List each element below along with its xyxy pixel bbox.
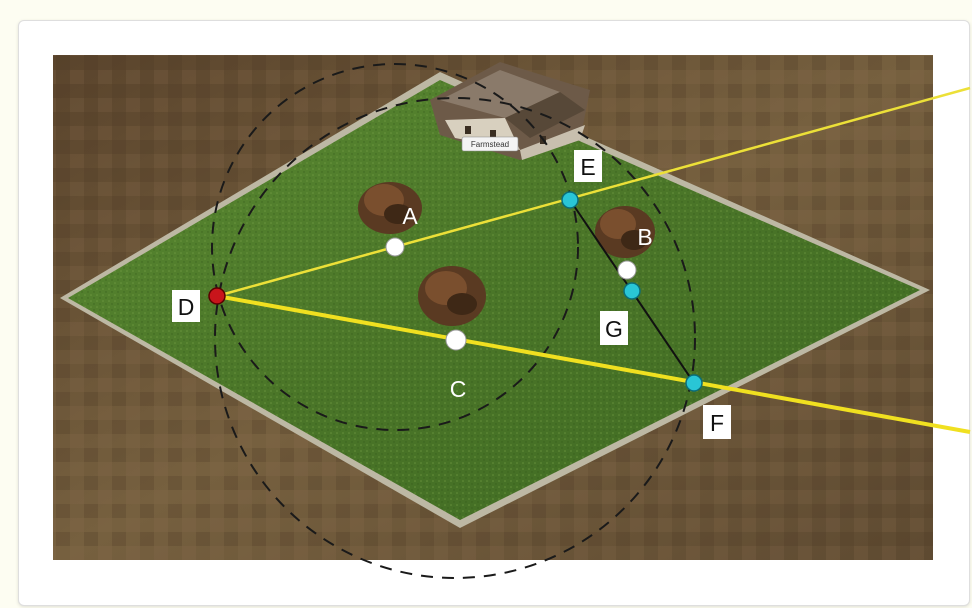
building-caption: Farmstead (471, 140, 509, 149)
tree-icon (418, 266, 486, 326)
point-g (624, 283, 640, 299)
point-f (686, 375, 702, 391)
label-c: C (450, 376, 467, 402)
point-d (209, 288, 225, 304)
point-b (618, 261, 636, 279)
label-a: A (402, 203, 418, 229)
point-c (446, 330, 466, 350)
label-b: B (637, 224, 652, 250)
label-d: D (178, 294, 195, 320)
point-e (562, 192, 578, 208)
label-g: G (605, 316, 623, 342)
label-e: E (580, 154, 595, 180)
label-f: F (710, 410, 724, 436)
point-a (386, 238, 404, 256)
